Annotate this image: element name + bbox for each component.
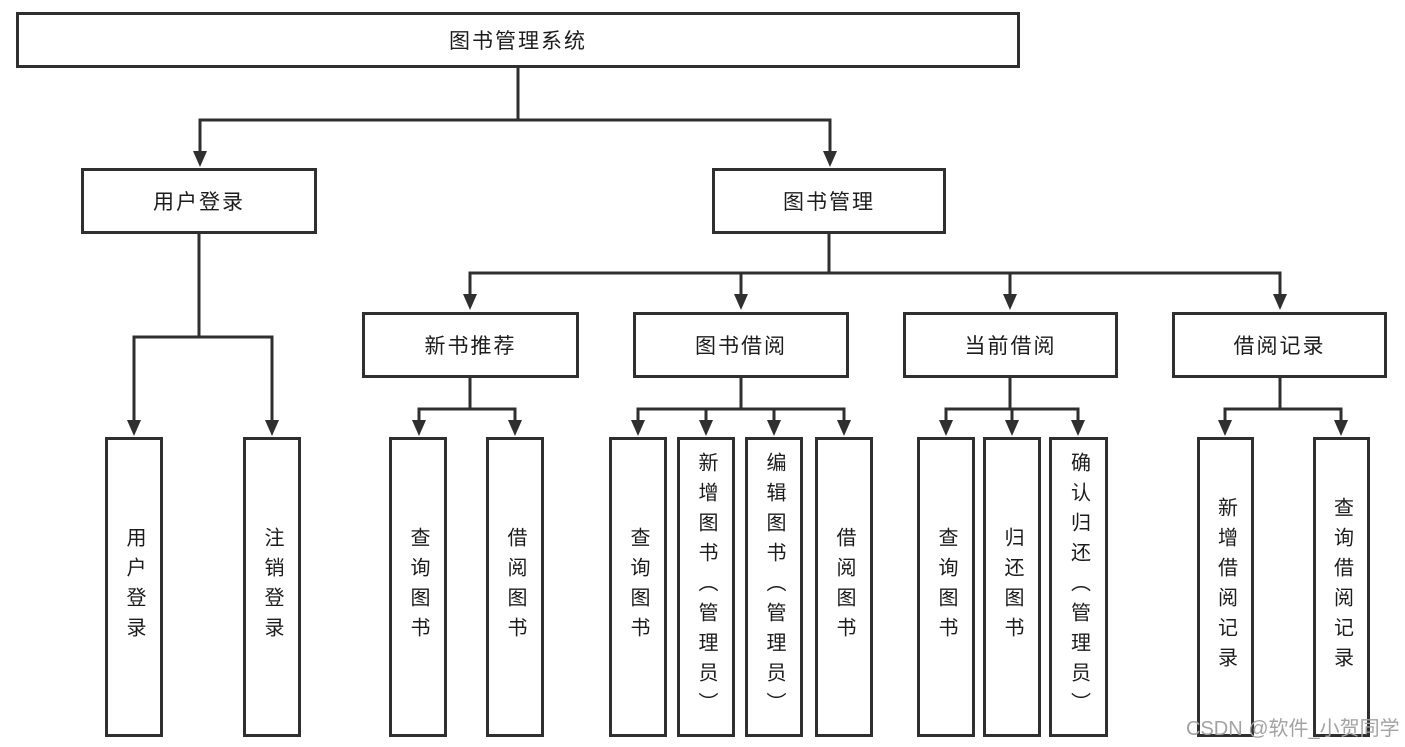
node-book-management: 图书管理 bbox=[712, 168, 946, 234]
leaf-borrow-books-recommend: 借阅图书 bbox=[486, 437, 544, 737]
leaf-add-borrow-record: 新增借阅记录 bbox=[1197, 437, 1254, 737]
node-current-borrowing-label: 当前借阅 bbox=[964, 335, 1057, 358]
leaf-return-books-label: 归还图书 bbox=[1001, 527, 1023, 647]
leaf-confirm-return-admin-label: 确认归还（管理员） bbox=[1067, 452, 1090, 722]
node-library-system-label: 图书管理系统 bbox=[449, 30, 587, 53]
leaf-add-books-admin: 新增图书（管理员） bbox=[677, 437, 735, 737]
watermark: CSDN @软件_小贺同学 bbox=[1186, 718, 1400, 740]
leaf-query-borrow-record-label: 查询借阅记录 bbox=[1330, 497, 1353, 677]
leaf-confirm-return-admin: 确认归还（管理员） bbox=[1049, 437, 1108, 737]
node-current-borrowing: 当前借阅 bbox=[903, 312, 1118, 378]
leaf-borrow-books-borrowing: 借阅图书 bbox=[815, 437, 873, 737]
leaf-logout: 注销登录 bbox=[243, 437, 301, 737]
node-new-book-recommendation-label: 新书推荐 bbox=[424, 335, 517, 358]
leaf-query-borrow-record: 查询借阅记录 bbox=[1313, 437, 1370, 737]
node-user-login-label: 用户登录 bbox=[153, 191, 245, 214]
leaf-query-books-recommend: 查询图书 bbox=[389, 437, 447, 737]
node-book-management-label: 图书管理 bbox=[783, 191, 875, 214]
leaf-return-books: 归还图书 bbox=[983, 437, 1041, 737]
node-book-borrowing: 图书借阅 bbox=[633, 312, 849, 378]
leaf-borrow-books-recommend-label: 借阅图书 bbox=[504, 527, 526, 647]
leaf-query-books-current-label: 查询图书 bbox=[935, 527, 957, 647]
leaf-user-login: 用户登录 bbox=[105, 437, 163, 737]
node-borrowing-records: 借阅记录 bbox=[1172, 312, 1387, 378]
leaf-add-books-admin-label: 新增图书（管理员） bbox=[695, 452, 717, 722]
node-user-login: 用户登录 bbox=[81, 168, 317, 234]
leaf-borrow-books-borrowing-label: 借阅图书 bbox=[833, 527, 855, 647]
leaf-query-books-recommend-label: 查询图书 bbox=[407, 527, 429, 647]
node-library-system: 图书管理系统 bbox=[16, 12, 1020, 68]
node-borrowing-records-label: 借阅记录 bbox=[1233, 335, 1326, 358]
node-new-book-recommendation: 新书推荐 bbox=[362, 312, 579, 378]
leaf-query-books-borrowing-label: 查询图书 bbox=[627, 527, 649, 647]
leaf-edit-books-admin-label: 编辑图书（管理员） bbox=[763, 452, 785, 722]
node-book-borrowing-label: 图书借阅 bbox=[695, 335, 787, 358]
leaf-edit-books-admin: 编辑图书（管理员） bbox=[745, 437, 803, 737]
leaf-query-books-current: 查询图书 bbox=[917, 437, 975, 737]
leaf-add-borrow-record-label: 新增借阅记录 bbox=[1214, 497, 1237, 677]
leaf-user-login-label: 用户登录 bbox=[123, 527, 145, 647]
leaf-logout-label: 注销登录 bbox=[261, 527, 283, 647]
leaf-query-books-borrowing: 查询图书 bbox=[609, 437, 667, 737]
